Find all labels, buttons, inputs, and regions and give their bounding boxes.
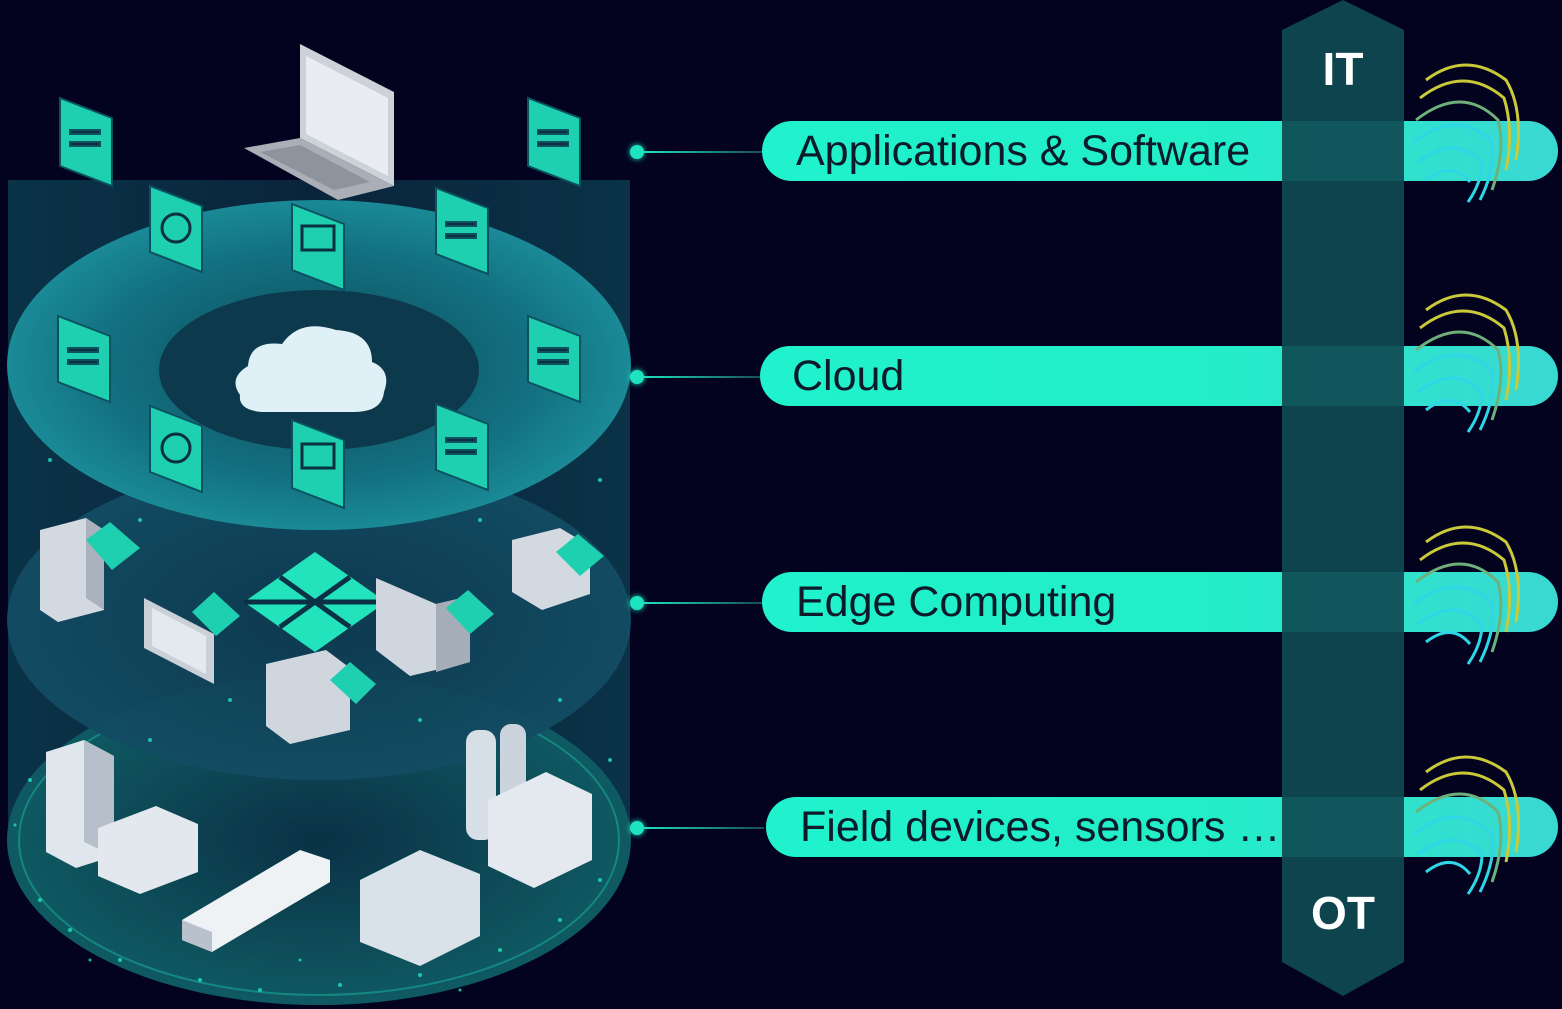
fingerprint-icon: [1413, 293, 1520, 433]
plug-icon: [527, 96, 581, 188]
laptop-icon: [244, 44, 394, 200]
layered-stack-illustration: [7, 44, 631, 1005]
monitor-icon: [291, 418, 345, 510]
fingerprint-icon: [1413, 63, 1520, 203]
globe-icon: [149, 184, 203, 274]
connector-applications: [630, 145, 764, 159]
factory-icon: [98, 806, 198, 894]
connector-edge: [630, 596, 764, 610]
layer-edge-label: Edge Computing: [796, 577, 1117, 626]
field-devices: [46, 724, 592, 966]
monitor-icon: [144, 598, 214, 684]
factory-icon: [360, 850, 480, 966]
building-icon: [488, 772, 592, 888]
globe-icon: [149, 404, 203, 494]
fingerprint-icon: [1413, 525, 1520, 665]
fingerprint-icon: [1413, 755, 1520, 895]
layer-edge-bar: Edge Computing: [762, 572, 1558, 632]
layer-applications-label: Applications & Software: [796, 126, 1251, 175]
it-label: IT: [1322, 43, 1364, 95]
silo-icon: [466, 724, 526, 840]
server-icon: [266, 650, 350, 744]
wrench-icon: [57, 314, 111, 404]
server-icon: [40, 518, 104, 622]
wrench-icon: [59, 96, 113, 188]
layer-applications-bar: Applications & Software: [762, 121, 1558, 181]
building-icon: [46, 740, 114, 868]
layer-cloud-label: Cloud: [792, 351, 905, 400]
layer-field-label: Field devices, sensors …: [800, 802, 1281, 851]
ot-label: OT: [1311, 887, 1375, 939]
connector-cloud: [630, 370, 764, 384]
train-icon: [182, 850, 330, 952]
edge-devices: [40, 518, 604, 744]
edge-diamond-icon: [244, 552, 386, 652]
plug-icon: [527, 314, 581, 404]
cloud-icon: [235, 326, 387, 412]
layer-cloud-bar: Cloud: [760, 346, 1558, 406]
connector-field: [630, 821, 764, 835]
wrench-icon: [435, 186, 489, 276]
wrench-icon: [435, 402, 489, 492]
it-ot-arrow: [1282, 0, 1404, 996]
monitor-icon: [291, 202, 345, 292]
